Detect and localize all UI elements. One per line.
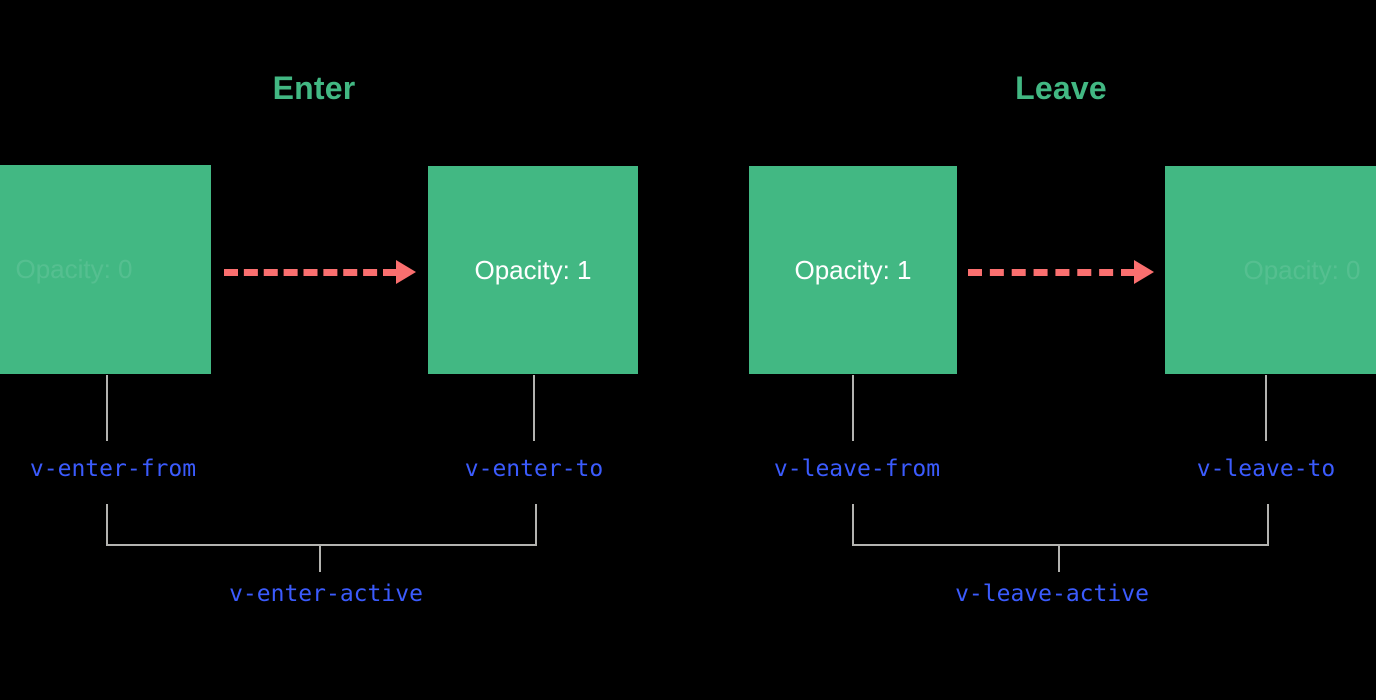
leave-to-connector-line [1265, 375, 1267, 441]
enter-arrow-dashed-line [224, 268, 397, 276]
enter-arrow-head-icon [396, 260, 416, 284]
leave-to-state-box: Opacity: 0 [1165, 166, 1376, 374]
enter-to-opacity-text: Opacity: 1 [474, 254, 592, 285]
leave-arrow-dashed-line [968, 268, 1135, 276]
enter-to-connector-line [533, 375, 535, 441]
class-label-v-leave-active: v-leave-active [955, 581, 1149, 607]
enter-active-connector-line [319, 545, 321, 572]
enter-transition-arrow-icon [224, 260, 416, 284]
enter-from-state-box: Opacity: 0 [0, 165, 211, 374]
leave-arrow-head-icon [1134, 260, 1154, 284]
enter-from-opacity-text: Opacity: 0 [15, 254, 133, 284]
enter-active-bracket [106, 504, 537, 546]
leave-to-opacity-text: Opacity: 0 [1243, 254, 1361, 285]
class-label-v-enter-active: v-enter-active [229, 581, 423, 607]
class-label-v-leave-to: v-leave-to [1196, 456, 1336, 482]
leave-active-bracket [852, 504, 1269, 546]
class-label-v-leave-from: v-leave-from [773, 456, 941, 482]
leave-active-connector-line [1058, 545, 1060, 572]
leave-from-connector-line [852, 375, 854, 441]
leave-from-opacity-text: Opacity: 1 [794, 254, 912, 285]
class-label-v-enter-to: v-enter-to [464, 456, 604, 482]
leave-transition-arrow-icon [968, 260, 1154, 284]
section-title-enter: Enter [272, 70, 356, 106]
leave-from-state-box: Opacity: 1 [749, 166, 957, 374]
enter-to-state-box: Opacity: 1 [428, 166, 638, 374]
class-label-v-enter-from: v-enter-from [29, 456, 197, 482]
enter-from-connector-line [106, 375, 108, 441]
section-title-leave: Leave [1015, 70, 1107, 106]
